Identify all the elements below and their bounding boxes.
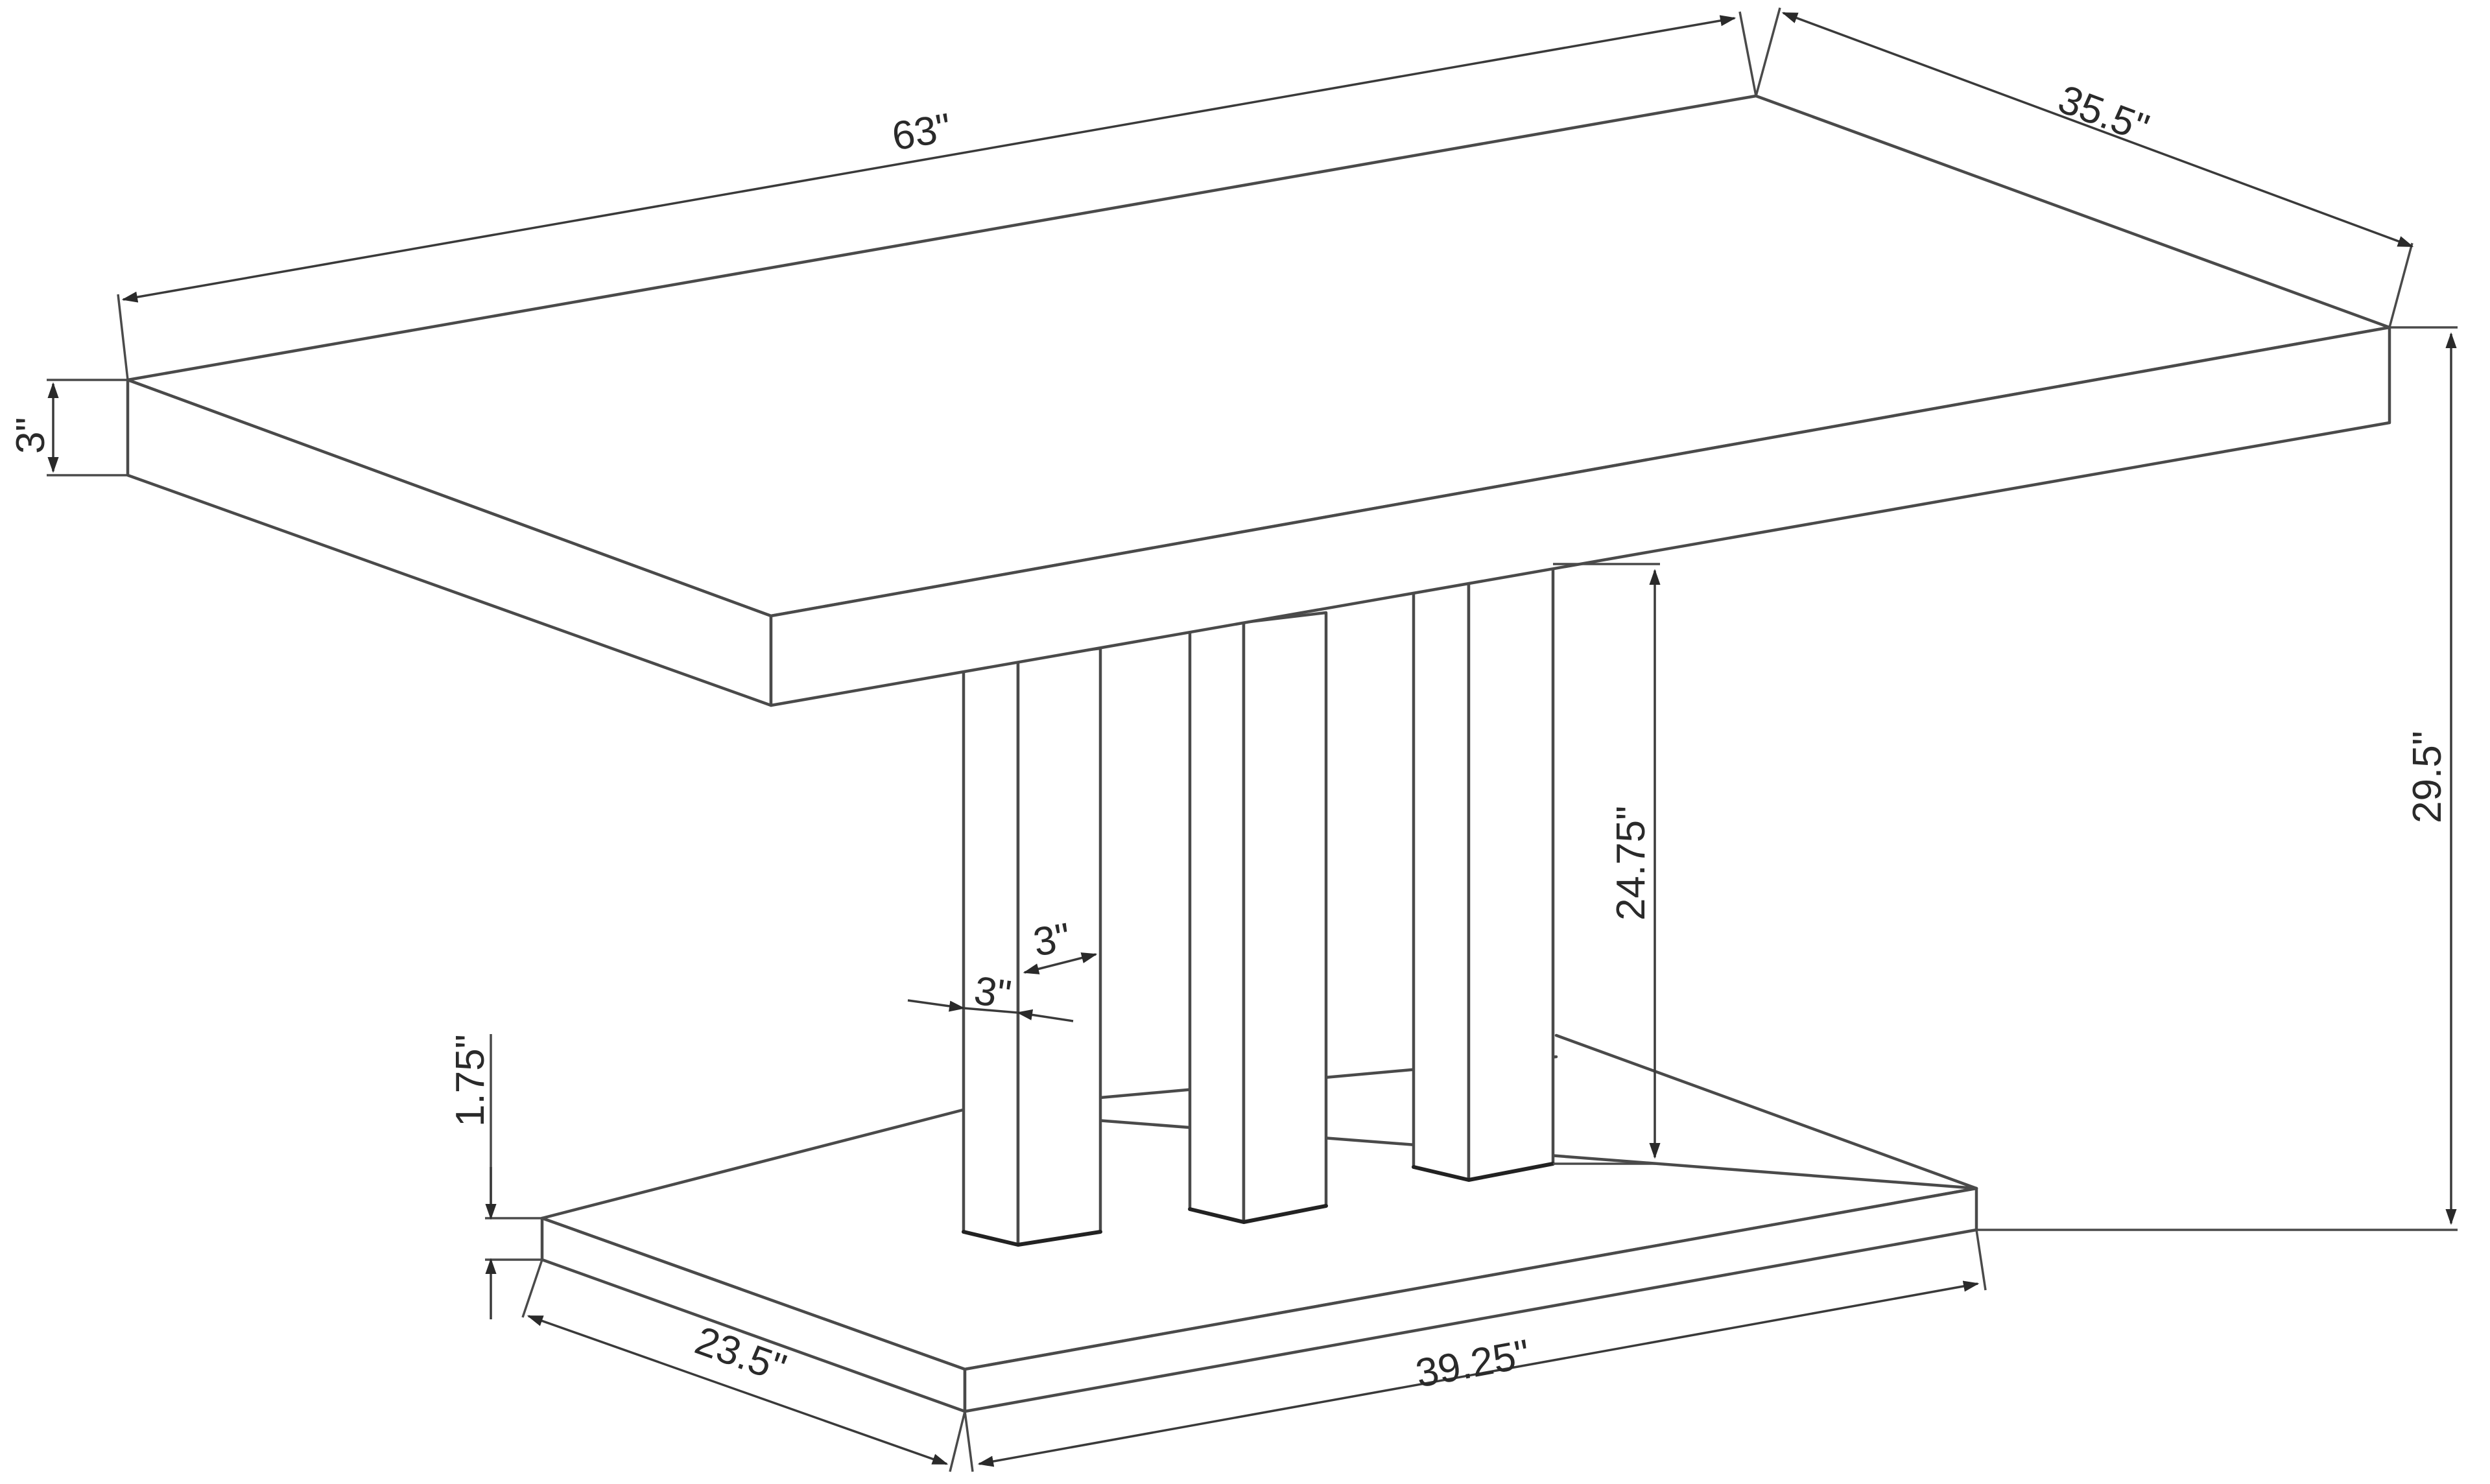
column-left bbox=[962, 646, 1102, 1247]
dim-column-depth: 3" bbox=[907, 969, 1074, 1022]
dim-overall-height: 29.5" bbox=[1976, 326, 2458, 1231]
column-middle bbox=[1188, 611, 1328, 1224]
dim-label-column-width: 3" bbox=[1030, 915, 1074, 965]
dim-label-top-length: 63" bbox=[889, 105, 954, 159]
dim-label-base-length: 39.25" bbox=[1412, 1332, 1534, 1396]
dim-top-thickness: 3" bbox=[8, 379, 128, 477]
dim-label-base-thickness: 1.75" bbox=[448, 1034, 493, 1127]
dim-base-thickness: 1.75" bbox=[448, 1034, 542, 1319]
dim-label-column-depth: 3" bbox=[971, 969, 1014, 1018]
dim-column-width: 3" bbox=[1023, 915, 1098, 974]
dim-label-overall-height: 29.5" bbox=[2405, 731, 2450, 823]
dim-label-top-thickness: 3" bbox=[8, 418, 53, 454]
dim-column-height: 24.75" bbox=[1553, 563, 1661, 1165]
dim-top-length: 63" bbox=[117, 11, 1757, 381]
table-top bbox=[126, 94, 2391, 707]
dim-label-column-height: 24.75" bbox=[1609, 806, 1654, 921]
column-right bbox=[1412, 562, 1555, 1182]
column-footings bbox=[962, 1162, 1555, 1247]
dim-label-top-width: 35.5" bbox=[2052, 77, 2155, 151]
